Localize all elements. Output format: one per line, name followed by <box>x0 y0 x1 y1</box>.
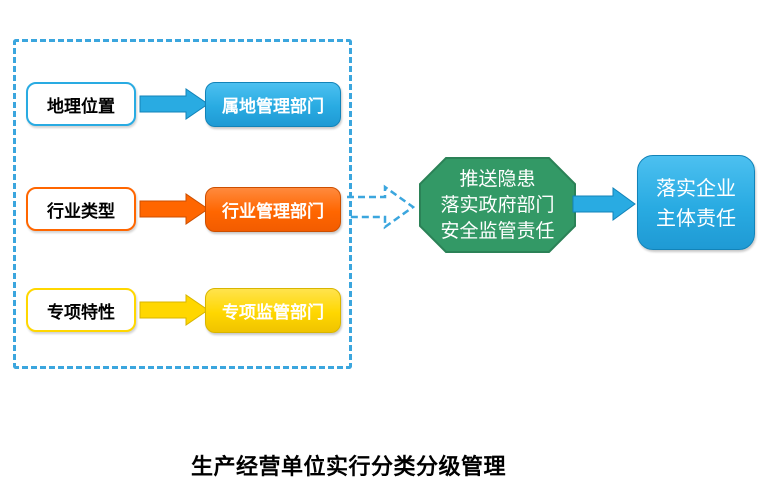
node-label: 专项特性 <box>47 302 115 322</box>
node-label: 行业类型 <box>47 201 115 221</box>
node-enterprise-responsibility: 落实企业 主体责任 <box>637 155 755 250</box>
node-special-characteristics: 专项特性 <box>26 288 136 332</box>
octagon-line: 安全监管责任 <box>440 220 555 242</box>
dashed-arrow-right-icon <box>347 184 416 230</box>
result-line: 落实企业 <box>656 175 736 200</box>
node-special-supervision-dept: 专项监管部门 <box>205 288 341 333</box>
yellow-arrow-right-icon <box>139 294 209 326</box>
node-industry-management-dept: 行业管理部门 <box>205 187 341 232</box>
classification-group-container <box>13 39 352 369</box>
octagon-line: 推送隐患 <box>459 168 536 190</box>
node-label: 专项监管部门 <box>222 303 324 322</box>
octagon-line: 落实政府部门 <box>440 194 555 216</box>
node-industry-type: 行业类型 <box>26 187 136 231</box>
result-line: 主体责任 <box>656 205 736 230</box>
diagram-title: 生产经营单位实行分类分级管理 <box>191 454 507 479</box>
octagon-government-responsibility: 推送隐患 落实政府部门 安全监管责任 <box>420 160 575 250</box>
node-territorial-management-dept: 属地管理部门 <box>205 82 341 127</box>
orange-arrow-right-icon <box>139 193 209 225</box>
node-label: 地理位置 <box>47 96 115 116</box>
node-geographic-location: 地理位置 <box>26 82 136 126</box>
result-arrow-right-icon <box>572 187 636 221</box>
blue-arrow-right-icon <box>139 88 209 120</box>
octagon-shape <box>419 157 576 253</box>
node-label: 属地管理部门 <box>222 97 324 116</box>
node-label: 行业管理部门 <box>222 202 324 221</box>
